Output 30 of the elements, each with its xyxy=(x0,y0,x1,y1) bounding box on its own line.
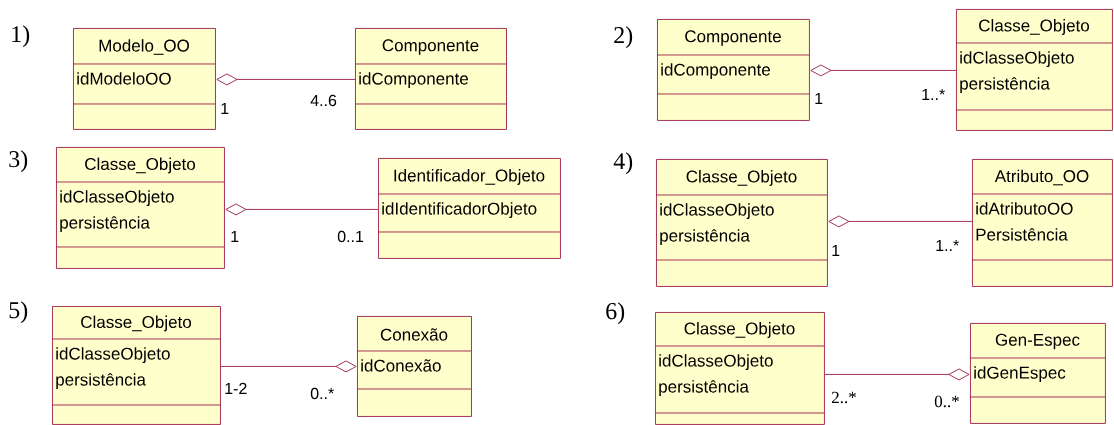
panel-number: 4) xyxy=(613,152,633,175)
class-box: Identificador_Objeto idIdentificadorObjeto xyxy=(377,158,561,259)
aggregation-line xyxy=(824,368,970,381)
panel-number: 5) xyxy=(9,301,28,324)
class-box: Atributo_OO idAtributoOO Persistência xyxy=(971,159,1113,287)
aggregation-line xyxy=(216,73,356,86)
multiplicity: 0..1 xyxy=(337,230,364,243)
panel-number: 3) xyxy=(9,150,28,173)
panel-number: 1) xyxy=(12,25,30,48)
multiplicity: 0..* xyxy=(310,387,334,400)
class-box: Conexão idConexão xyxy=(356,316,472,417)
panel-number: 6) xyxy=(606,302,625,325)
aggregation-line xyxy=(828,215,973,228)
class-box: Classe_Objeto idClasseObjeto persistência xyxy=(955,9,1113,131)
panel-number: 2) xyxy=(614,26,633,49)
multiplicity: 1 xyxy=(221,103,229,114)
aggregation-line xyxy=(810,64,957,77)
multiplicity: 1-2 xyxy=(225,382,247,394)
class-box: Gen-Espec idGenEspec xyxy=(969,323,1106,424)
multiplicity: 4..6 xyxy=(310,94,337,107)
aggregation-line xyxy=(220,360,357,373)
class-box: Modelo_OO idModeloOO xyxy=(72,28,216,130)
class-box: Classe_Objeto idClasseObjeto persistência xyxy=(654,312,825,425)
class-box: Classe_Objeto idClasseObjeto persistência xyxy=(51,306,221,425)
class-box: Classe_Objeto idClasseObjeto persistência xyxy=(655,159,828,287)
class-box: Componente idComponente xyxy=(656,19,810,121)
class-box: Classe_Objeto idClasseObjeto persistência xyxy=(55,147,225,269)
class-box: Componente idComponente xyxy=(354,28,507,130)
multiplicity: 2..* xyxy=(831,391,856,404)
aggregation-line xyxy=(225,203,379,216)
